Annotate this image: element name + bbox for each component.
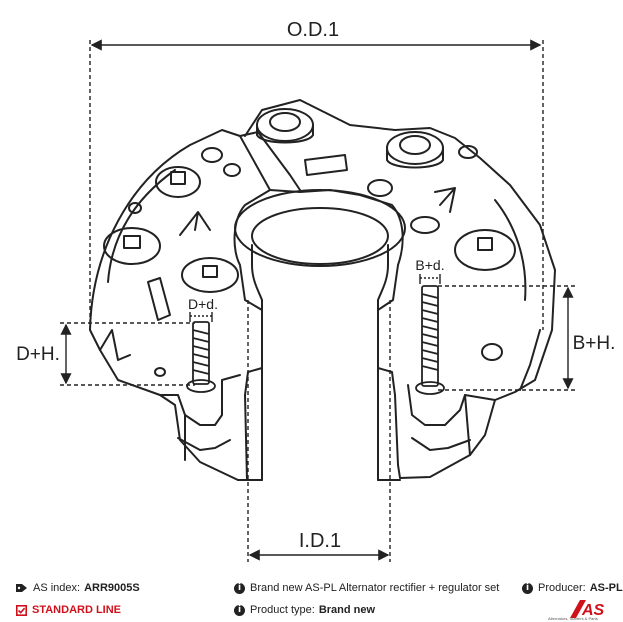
standard-line: STANDARD LINE (16, 604, 121, 616)
od-label: O.D.1 (287, 19, 339, 41)
dh-label: D+H. (16, 344, 60, 365)
producer-label: Producer: (538, 582, 586, 594)
as-index-value: ARR9005S (84, 582, 140, 594)
info-icon: i (522, 582, 533, 594)
info-icon: i (234, 582, 245, 594)
description-text: Brand new AS-PL Alternator rectifier + r… (250, 582, 500, 594)
check-square-icon (16, 604, 27, 616)
rectifier-body (89, 99, 556, 481)
id-label: I.D.1 (299, 530, 341, 552)
left-screw (186, 321, 216, 393)
footer: AS index: ARR9005S i Brand new AS-PL Alt… (0, 572, 623, 622)
logo-subtext: Alternators, Starters & Parts (548, 616, 598, 621)
product-type: i Product type: Brand new (234, 604, 375, 616)
product-type-value: Brand new (318, 604, 376, 616)
technical-drawing: O.D.1 I.D.1 D+H. B+H. D+d. B+d. (16, 19, 616, 562)
description: i Brand new AS-PL Alternator rectifier +… (234, 582, 499, 594)
dimension-lines (60, 39, 575, 562)
info-icon: i (234, 604, 245, 616)
right-screw (415, 285, 445, 395)
producer-value: AS-PL (589, 582, 623, 594)
bh-label: B+H. (573, 333, 616, 354)
as-logo: AS (570, 600, 605, 619)
tag-icon (16, 584, 27, 592)
dd-label: D+d. (188, 296, 218, 312)
bd-label: B+d. (415, 257, 444, 273)
as-index-label: AS index: (33, 582, 81, 594)
product-type-label: Product type: (250, 604, 315, 616)
logo-text: AS (581, 602, 605, 619)
producer: i Producer: AS-PL (522, 582, 623, 594)
as-index: AS index: ARR9005S (16, 582, 140, 594)
standard-line-text: STANDARD LINE (32, 604, 122, 616)
